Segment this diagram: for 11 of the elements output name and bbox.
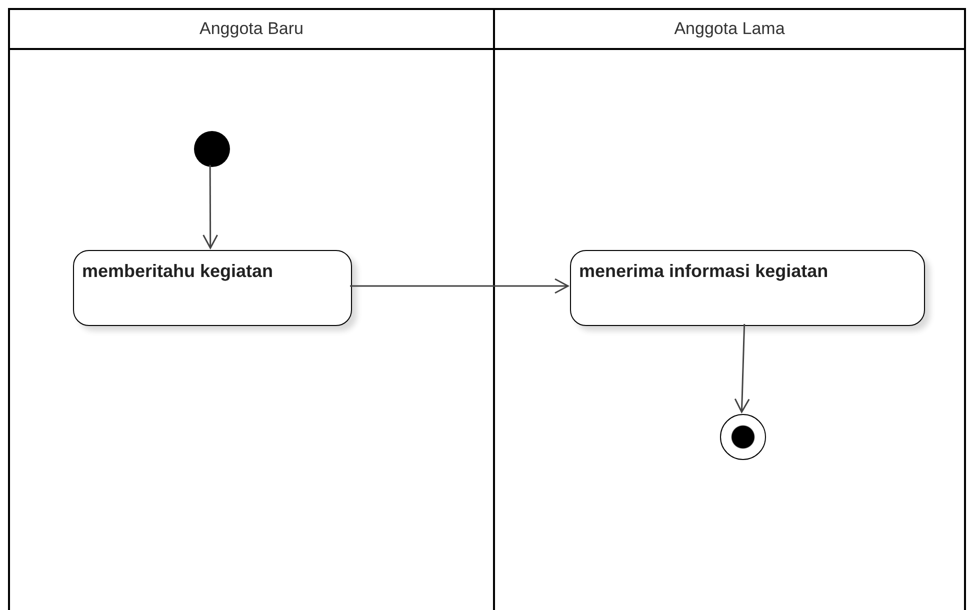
activity-box: memberitahu kegiatan	[73, 250, 352, 326]
arrow	[350, 278, 569, 294]
lane-title: Anggota Baru	[10, 10, 493, 50]
activity-box: menerima informasi kegiatan	[570, 250, 925, 326]
swimlane	[8, 8, 495, 610]
start-node	[194, 131, 230, 167]
swimlane	[493, 8, 966, 610]
arrow	[202, 165, 218, 249]
arrow	[734, 324, 750, 413]
end-node	[720, 414, 766, 460]
lane-title: Anggota Lama	[495, 10, 964, 50]
